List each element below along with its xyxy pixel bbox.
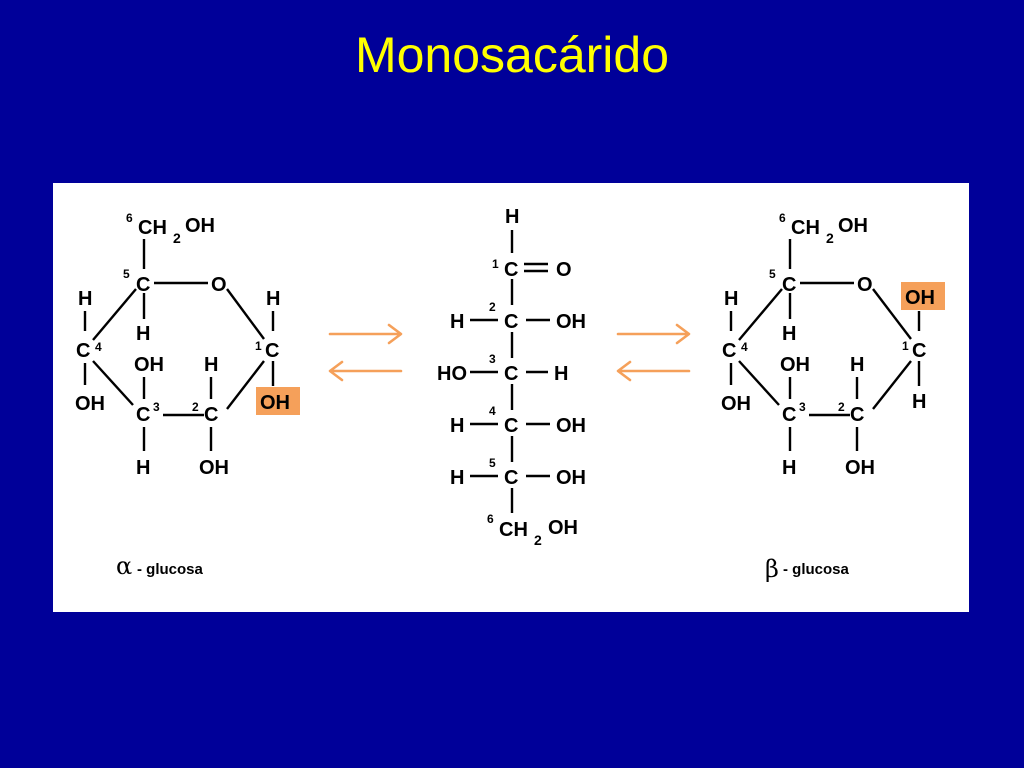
beta-c1-h: H [912, 391, 926, 413]
alpha-c3-number: 3 [153, 400, 160, 414]
alpha-c3-oh: OH [134, 354, 164, 376]
alpha-c5-h: H [136, 323, 150, 345]
diagram-panel: 6 CH 2 OH 5 C O H H 1 C OH H C 4 OH [53, 183, 969, 612]
alpha-c4-oh: OH [75, 393, 105, 415]
alpha-bond-o-c1 [226, 288, 265, 340]
glucose-structures-diagram: 6 CH 2 OH 5 C O H H 1 C OH H C 4 OH [75, 206, 945, 583]
alpha-c2: C [204, 404, 218, 426]
alpha-c4: C [76, 340, 90, 362]
chain-c3-h: H [554, 363, 568, 385]
alpha-c1-h: H [266, 288, 280, 310]
beta-bond-c4-c3 [738, 360, 780, 406]
chain-c2: C [504, 311, 518, 333]
forward-arrow-left [328, 323, 403, 345]
chain-c4-oh: OH [556, 415, 586, 437]
alpha-c2-number: 2 [192, 400, 199, 414]
alpha-c3-h: H [136, 457, 150, 479]
alpha-c5-number: 5 [123, 267, 130, 281]
chain-c3-number: 3 [489, 352, 496, 366]
beta-c5: C [782, 274, 796, 296]
alpha-bond-c5-c4 [92, 288, 137, 341]
alpha-c6-sub: 2 [173, 230, 181, 246]
alpha-c6-oh: OH [185, 215, 215, 237]
slide-title: Monosacárido [354, 27, 670, 83]
beta-c6-sub: 2 [826, 230, 834, 246]
alpha-c4-h: H [78, 288, 92, 310]
chain-c1-number: 1 [492, 257, 499, 271]
beta-c4-oh: OH [721, 393, 751, 415]
chain-c3-ho: HO [437, 363, 467, 385]
beta-c2-oh: OH [845, 457, 875, 479]
beta-c3: C [782, 404, 796, 426]
open-chain-glucose-structure: H 1 C O H 2 C OH HO 3 C H H 4 C OH H [437, 206, 586, 548]
alpha-c2-oh: OH [199, 457, 229, 479]
beta-c6-number: 6 [779, 211, 786, 225]
beta-bond-c1-c2 [872, 360, 912, 410]
alpha-c2-h: H [204, 354, 218, 376]
chain-c5-h: H [450, 467, 464, 489]
alpha-c5: C [136, 274, 150, 296]
beta-glucose-structure: 6 CH 2 OH 5 C O H OH 1 C H H C 4 OH [721, 211, 945, 583]
chain-c2-oh: OH [556, 311, 586, 333]
beta-c4: C [722, 340, 736, 362]
alpha-ring-oxygen: O [211, 274, 227, 296]
beta-c4-number: 4 [741, 340, 748, 354]
forward-arrow-right [616, 323, 691, 345]
chain-c6-oh: OH [548, 517, 578, 539]
beta-caption: - glucosa [783, 561, 850, 578]
alpha-c3: C [136, 404, 150, 426]
beta-c3-h: H [782, 457, 796, 479]
beta-c6-oh: OH [838, 215, 868, 237]
alpha-caption: - glucosa [137, 561, 204, 578]
chain-c6-ch: CH [499, 519, 528, 541]
beta-bond-c5-c4 [738, 288, 783, 341]
beta-ring-oxygen: O [857, 274, 873, 296]
alpha-c1: C [265, 340, 279, 362]
beta-c1-number: 1 [902, 339, 909, 353]
beta-anomeric-highlight [901, 282, 945, 310]
beta-c6-ch: CH [791, 217, 820, 239]
alpha-bond-c4-c3 [92, 360, 134, 406]
chain-c2-h: H [450, 311, 464, 333]
reverse-arrow-right [616, 360, 691, 382]
chain-c1-oxygen: O [556, 259, 572, 281]
chain-c5-oh: OH [556, 467, 586, 489]
chain-c3: C [504, 363, 518, 385]
beta-symbol: β [765, 555, 779, 583]
chain-c5-number: 5 [489, 456, 496, 470]
beta-c5-h: H [782, 323, 796, 345]
chain-c4-number: 4 [489, 404, 496, 418]
chain-c2-number: 2 [489, 300, 496, 314]
chain-c6-sub: 2 [534, 532, 542, 548]
equilibrium-arrows-left [328, 323, 403, 382]
alpha-symbol: α [116, 552, 132, 580]
beta-c2-number: 2 [838, 400, 845, 414]
beta-anomeric-oh: OH [905, 287, 935, 309]
alpha-c4-number: 4 [95, 340, 102, 354]
chain-c5: C [504, 467, 518, 489]
beta-c5-number: 5 [769, 267, 776, 281]
alpha-anomeric-highlight [256, 387, 300, 415]
chain-c4-h: H [450, 415, 464, 437]
beta-c2: C [850, 404, 864, 426]
chain-c4: C [504, 415, 518, 437]
beta-c4-h: H [724, 288, 738, 310]
beta-bond-o-c1 [872, 288, 912, 340]
beta-c2-h: H [850, 354, 864, 376]
chain-c1-h: H [505, 206, 519, 228]
alpha-bond-c1-c2 [226, 360, 265, 410]
beta-c3-oh: OH [780, 354, 810, 376]
alpha-glucose-structure: 6 CH 2 OH 5 C O H H 1 C OH H C 4 OH [75, 211, 300, 580]
equilibrium-arrows-right [616, 323, 691, 382]
alpha-c1-number: 1 [255, 339, 262, 353]
reverse-arrow-left [328, 360, 403, 382]
alpha-c6-ch: CH [138, 217, 167, 239]
beta-c1: C [912, 340, 926, 362]
beta-c3-number: 3 [799, 400, 806, 414]
alpha-c6-number: 6 [126, 211, 133, 225]
chain-c6-number: 6 [487, 512, 494, 526]
chain-c1: C [504, 259, 518, 281]
alpha-anomeric-oh: OH [260, 392, 290, 414]
